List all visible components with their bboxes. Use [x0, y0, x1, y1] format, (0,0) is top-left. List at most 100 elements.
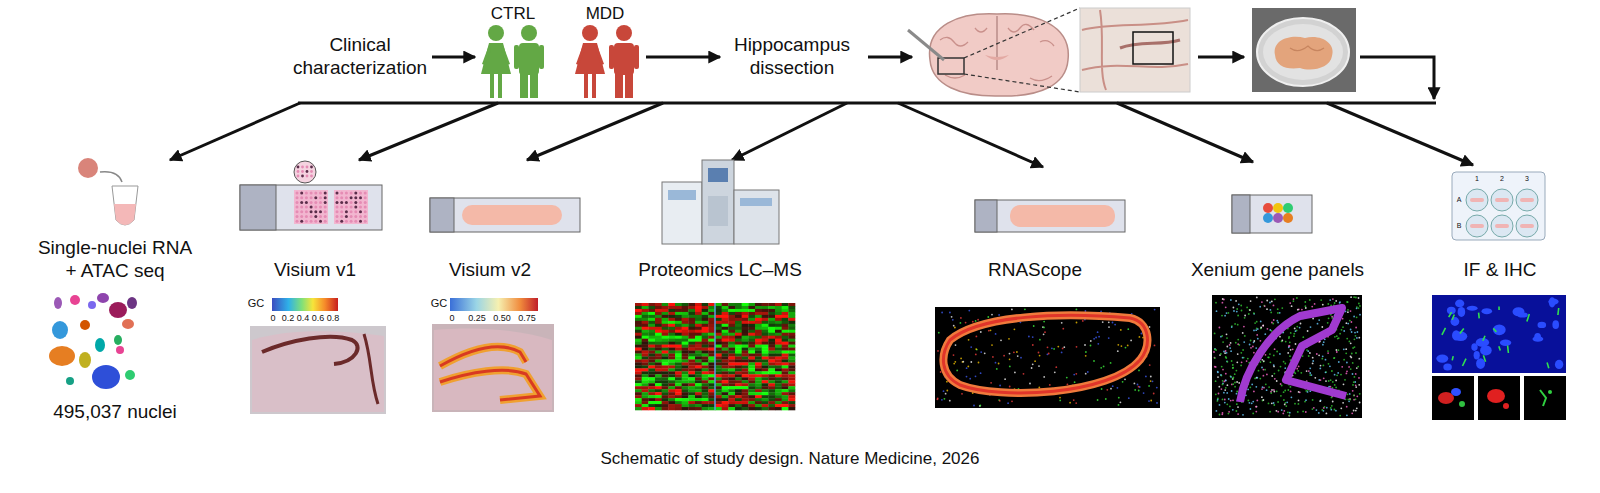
heatmap-cell: [675, 357, 682, 360]
transcript-dot: [1328, 380, 1330, 382]
heatmap-cell: [688, 359, 695, 362]
umap-cluster: [88, 301, 96, 309]
heatmap-cell: [655, 336, 662, 339]
capture-spot: [297, 166, 300, 169]
heatmap-cell: [768, 303, 775, 306]
heatmap-cell: [662, 318, 669, 321]
heatmap-cell: [655, 362, 662, 365]
visium-v1-panel-part: [250, 326, 386, 414]
capture-spot: [296, 210, 299, 213]
heatmap-cell: [668, 306, 675, 309]
heatmap-cell: [782, 377, 789, 380]
heatmap-cell: [682, 365, 689, 368]
rna-dot: [1054, 371, 1056, 373]
heatmap-cell: [668, 312, 675, 315]
heatmap-cell: [642, 345, 649, 348]
heatmap-cell: [655, 324, 662, 327]
transcript-dot: [1241, 361, 1243, 363]
heatmap-cell: [655, 407, 662, 410]
heatmap-cell: [782, 330, 789, 333]
rna-dot: [1039, 355, 1041, 357]
transcript-dot: [1346, 338, 1348, 340]
heatmap-cell: [768, 333, 775, 336]
branch-arrow: [1327, 103, 1473, 165]
heatmap-cell: [682, 333, 689, 336]
rna-dot: [962, 361, 964, 363]
heatmap-cell: [682, 398, 689, 401]
heatmap-cell: [748, 374, 755, 377]
heatmap-cell: [735, 365, 742, 368]
transcript-dot: [1227, 384, 1229, 386]
transcript-dot: [1243, 341, 1245, 343]
transcript-dot: [1214, 357, 1216, 359]
heatmap-cell: [688, 306, 695, 309]
heatmap-cell: [695, 324, 702, 327]
heatmap-cell: [675, 324, 682, 327]
transcript-dot: [1349, 341, 1351, 343]
mass-spectrometer-icon-part: [708, 168, 728, 182]
rna-dot: [937, 398, 939, 400]
heatmap-cell: [715, 324, 722, 327]
transcript-dot: [1222, 369, 1224, 371]
heatmap-cell: [755, 321, 762, 324]
rna-dot: [1028, 336, 1030, 338]
transcript-dot: [1256, 321, 1258, 323]
transcript-dot: [1354, 376, 1356, 378]
capture-spot: [305, 220, 308, 223]
transcript-dot: [1325, 371, 1327, 373]
rna-dot: [1073, 374, 1075, 376]
transcript-dot: [1280, 383, 1282, 385]
heatmap-cell: [722, 395, 729, 398]
heatmap-cell: [762, 357, 769, 360]
capture-spot: [354, 201, 357, 204]
transcript-dot: [1357, 331, 1359, 333]
rna-dot: [1134, 383, 1136, 385]
heatmap-cell: [655, 401, 662, 404]
capture-spot: [300, 196, 303, 199]
rna-dot: [996, 368, 998, 370]
heatmap-cell: [695, 318, 702, 321]
heatmap-cell: [728, 339, 735, 342]
heatmap-cell: [715, 368, 722, 371]
heatmap-cell: [782, 368, 789, 371]
rna-dot: [1069, 402, 1071, 404]
heatmap-cell: [688, 377, 695, 380]
rna-dot: [1032, 336, 1034, 338]
heatmap-cell: [782, 395, 789, 398]
heatmap-cell: [662, 359, 669, 362]
heatmap-cell: [695, 351, 702, 354]
heatmap-cell: [762, 368, 769, 371]
heatmap-cell: [635, 342, 642, 345]
transcript-dot: [1259, 378, 1261, 380]
transcript-dot: [1216, 310, 1218, 312]
transcript-dot: [1336, 349, 1338, 351]
ctrl-people-part: [514, 45, 519, 69]
rna-dot: [1148, 385, 1150, 387]
heatmap-cell: [642, 330, 649, 333]
transcript-dot: [1262, 386, 1264, 388]
heatmap-cell: [768, 354, 775, 357]
transcript-dot: [1336, 335, 1338, 337]
heatmap-cell: [662, 401, 669, 404]
heatmap-cell: [735, 309, 742, 312]
transcript-dot: [1333, 357, 1335, 359]
heatmap-cell: [748, 357, 755, 360]
heatmap-cell: [775, 398, 782, 401]
rna-dot: [1152, 380, 1154, 382]
umap-cluster: [66, 377, 74, 385]
rna-dot: [1095, 337, 1097, 339]
heatmap-cell: [728, 392, 735, 395]
heatmap-cell: [655, 354, 662, 357]
transcript-dot: [1358, 297, 1360, 299]
heatmap-cell: [688, 354, 695, 357]
transcript-dot: [1217, 371, 1219, 373]
heatmap-cell: [675, 339, 682, 342]
heatmap-cell: [775, 303, 782, 306]
transcript-dot: [1355, 398, 1357, 400]
rna-dot: [1117, 387, 1119, 389]
heatmap-cell: [748, 386, 755, 389]
heatmap-cell: [642, 374, 649, 377]
brain-section-part: [964, 8, 1080, 58]
heatmap-cell: [755, 386, 762, 389]
heatmap-cell: [668, 318, 675, 321]
